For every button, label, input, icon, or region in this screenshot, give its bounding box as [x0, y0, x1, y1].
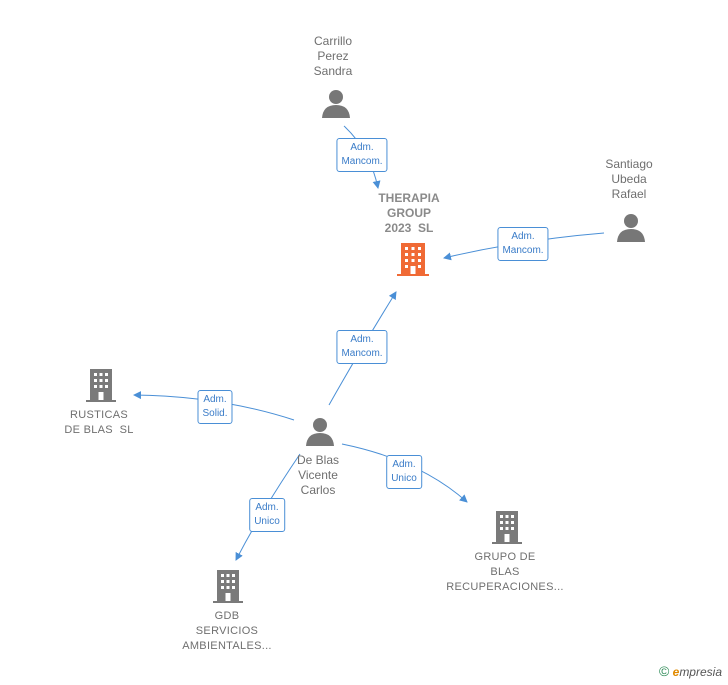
edge-badge-deblas-rusticas[interactable]: Adm. Solid. [197, 390, 233, 424]
building-icon-rusticas[interactable] [86, 368, 116, 402]
node-label-gdb: GDB SERVICIOS AMBIENTALES... [182, 610, 272, 652]
node-label-therapia: THERAPIA GROUP 2023 SL [378, 191, 440, 235]
brand-logo-letter: e [672, 665, 680, 679]
edge-badge-deblas-therapia[interactable]: Adm. Mancom. [336, 330, 388, 364]
edge-badge-deblas-grupo[interactable]: Adm. Unico [386, 455, 422, 489]
edge-badge-carrillo-therapia[interactable]: Adm. Mancom. [336, 138, 388, 172]
person-icon[interactable] [321, 88, 351, 118]
building-icon-main[interactable] [397, 242, 429, 276]
node-label-deblas: De Blas Vicente Carlos [296, 453, 340, 497]
node-label-grupo: GRUPO DE BLAS RECUPERACIONES... [446, 551, 564, 593]
building-icon-grupo[interactable] [492, 510, 522, 544]
node-label-rusticas: RUSTICAS DE BLAS SL [64, 409, 134, 436]
footer-brand: © empresia [659, 663, 722, 679]
person-icon[interactable] [616, 212, 646, 242]
edge-badge-deblas-gdb[interactable]: Adm. Unico [249, 498, 285, 532]
copyright-symbol: © [658, 663, 670, 679]
node-label-carrillo: Carrillo Perez Sandra [313, 34, 353, 78]
edge-badge-santiago-therapia[interactable]: Adm. Mancom. [497, 227, 549, 261]
brand-name: mpresia [679, 665, 722, 679]
person-icon[interactable] [305, 416, 335, 446]
node-label-santiago: Santiago Ubeda Rafael [605, 157, 653, 201]
building-icon-gdb[interactable] [213, 569, 243, 603]
